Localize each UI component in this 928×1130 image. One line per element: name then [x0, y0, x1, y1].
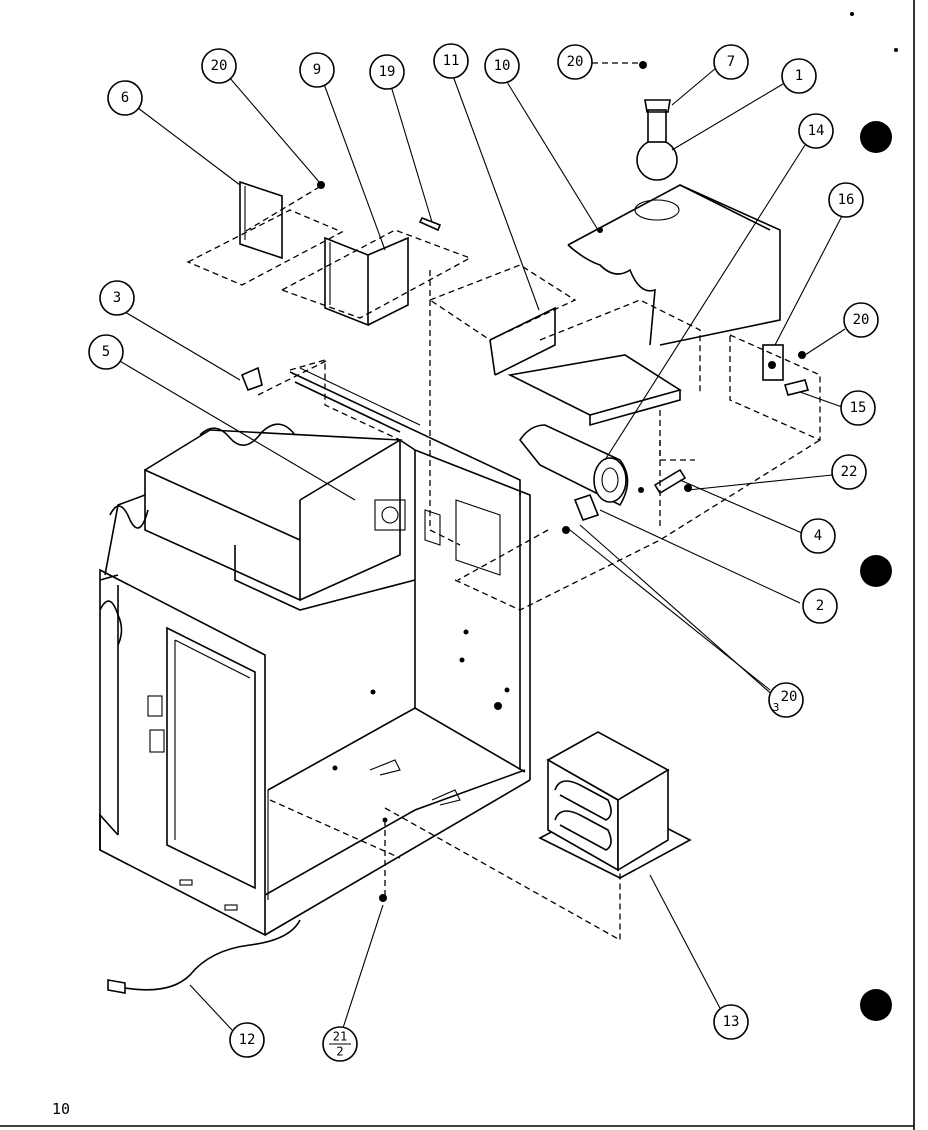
- callout-label: 20: [567, 54, 584, 70]
- callout-1: 1: [781, 58, 817, 94]
- part-2-bracket: [573, 494, 600, 521]
- callout-5: 5: [88, 334, 124, 370]
- callout-11: 11: [433, 43, 469, 79]
- callout-13: 13: [713, 1004, 749, 1040]
- callout-14: 14: [798, 113, 834, 149]
- callout-4: 4: [800, 518, 836, 554]
- part-9-bracket: [324, 236, 409, 327]
- callout-20-right: 20: [843, 302, 879, 338]
- callout-label: 20: [853, 312, 870, 328]
- callout-20-upper-left: 20: [201, 48, 237, 84]
- callout-label: 2: [816, 598, 824, 614]
- part-1-lamp: [636, 99, 678, 181]
- part-10-cover: [567, 184, 781, 346]
- callout-label: 19: [379, 64, 396, 80]
- callout-16: 16: [828, 182, 864, 218]
- callout-15: 15: [840, 390, 876, 426]
- callout-19: 19: [369, 54, 405, 90]
- page-number: 10: [52, 1100, 71, 1118]
- callout-22: 22: [831, 454, 867, 490]
- callout-label: 16: [838, 192, 855, 208]
- registration-marks: [850, 12, 898, 1021]
- part-3-clip: [240, 366, 263, 392]
- callout-label: 15: [850, 400, 867, 416]
- part-14-fan: [519, 424, 629, 507]
- callout-prefix: 3: [773, 701, 780, 714]
- screw-20-parts: [317, 61, 806, 902]
- callout-label: 7: [727, 54, 735, 70]
- callout-label: 10: [494, 58, 511, 74]
- callout-7: 7: [713, 44, 749, 80]
- callout-fraction-top: 21: [333, 1030, 347, 1044]
- callout-9: 9: [299, 52, 335, 88]
- callout-label: 11: [443, 53, 460, 69]
- part-19-clip: [418, 216, 442, 232]
- part-6-plate: [239, 180, 283, 260]
- callout-fraction-bottom: 2: [336, 1045, 343, 1059]
- part-4-terminal: [638, 468, 692, 495]
- part-15-screw: [783, 379, 810, 396]
- callout-label: 6: [121, 90, 129, 106]
- callout-12: 12: [229, 1022, 265, 1058]
- callout-6: 6: [107, 80, 143, 116]
- callout-20-lower-right: 20 3: [768, 682, 804, 718]
- part-16-switch: [762, 344, 784, 381]
- part-12-power-cord: [107, 919, 301, 994]
- callout-3: 3: [99, 280, 135, 316]
- callout-label: 5: [102, 344, 110, 360]
- callout-2: 2: [802, 588, 838, 624]
- callout-label: 14: [808, 123, 825, 139]
- callout-leaders: [117, 67, 846, 1031]
- cabinet-chassis: [99, 367, 531, 937]
- assembly-guide-lines: [186, 62, 821, 942]
- callout-label: 20: [781, 689, 798, 705]
- callout-label: 22: [841, 464, 858, 480]
- callout-10: 10: [484, 48, 520, 84]
- callout-label: 1: [795, 68, 803, 84]
- callout-label: 12: [239, 1032, 256, 1048]
- callout-label: 4: [814, 528, 822, 544]
- callout-label: 3: [113, 290, 121, 306]
- part-13-transformer: [538, 731, 692, 879]
- callout-label: 20: [211, 58, 228, 74]
- callout-label: 13: [723, 1014, 740, 1030]
- callout-20-top: 20: [557, 44, 593, 80]
- callout-label: 9: [313, 62, 321, 78]
- callout-21-over-2: 21 2: [322, 1026, 358, 1062]
